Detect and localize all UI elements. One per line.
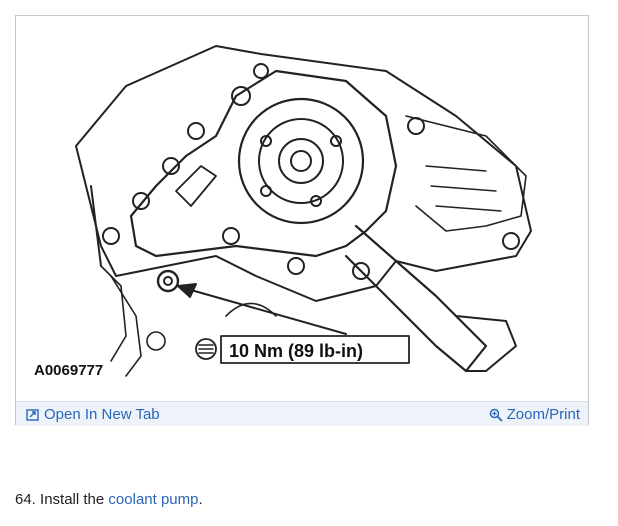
lower-bracket bbox=[110, 275, 142, 377]
open-new-tab-label: Open In New Tab bbox=[44, 406, 160, 423]
zoom-icon bbox=[489, 408, 503, 422]
pump-housing bbox=[129, 69, 398, 258]
figure-toolbar: Open In New Tab Zoom/Print bbox=[16, 401, 588, 426]
housing-bolt-6 bbox=[222, 227, 240, 245]
figure-container: 10 Nm (89 lb-in) A0069777 Open In New Ta… bbox=[15, 15, 589, 426]
engine-block-outline bbox=[75, 45, 532, 302]
step-instruction: 64. Install the coolant pump. bbox=[15, 491, 203, 508]
pulley-center bbox=[290, 150, 312, 172]
leader-line bbox=[183, 287, 347, 335]
indicated-bolt bbox=[156, 269, 180, 293]
housing-bolt-8 bbox=[352, 262, 370, 280]
indicated-bolt-head bbox=[163, 276, 173, 286]
coolant-pump-illustration: 10 Nm (89 lb-in) A0069777 bbox=[34, 45, 532, 379]
block-right-panel bbox=[405, 115, 527, 232]
zoom-print-link[interactable]: Zoom/Print bbox=[489, 406, 580, 423]
housing-bolt-1 bbox=[231, 86, 251, 106]
pulley-hub bbox=[278, 138, 324, 184]
block-bolt-far bbox=[502, 232, 520, 250]
housing-bolt-5 bbox=[102, 227, 120, 245]
coolant-pump-link[interactable]: coolant pump bbox=[108, 491, 199, 508]
hub-bolt-2 bbox=[330, 135, 342, 147]
sensor-stub bbox=[175, 165, 217, 207]
torque-callout-box bbox=[220, 335, 410, 364]
block-detail-line bbox=[90, 185, 102, 267]
housing-bolt-2 bbox=[187, 122, 205, 140]
lower-left-washer bbox=[146, 331, 166, 351]
housing-bolt-9 bbox=[253, 63, 269, 79]
block-bolt-right bbox=[407, 117, 425, 135]
open-new-tab-link[interactable]: Open In New Tab bbox=[26, 406, 160, 423]
zoom-print-label: Zoom/Print bbox=[506, 406, 580, 423]
torque-label: 10 Nm (89 lb-in) bbox=[229, 341, 363, 361]
outlet-pipe-end bbox=[455, 315, 517, 372]
housing-bolt-4 bbox=[132, 192, 150, 210]
tighten-bolt-icon bbox=[195, 338, 217, 360]
block-ribs bbox=[425, 165, 502, 212]
figure-code: A0069777 bbox=[34, 362, 103, 379]
hub-bolt-3 bbox=[310, 195, 322, 207]
hub-bolt-1 bbox=[260, 135, 272, 147]
housing-bolt-7 bbox=[287, 257, 305, 275]
outlet-pipe bbox=[344, 224, 488, 373]
step-end: . bbox=[198, 491, 203, 508]
hub-bolt-4 bbox=[260, 185, 272, 197]
housing-bolt-3 bbox=[162, 157, 180, 175]
pulley-outer bbox=[237, 97, 365, 225]
step-number: 64. bbox=[15, 491, 36, 508]
leader-arrowhead bbox=[177, 283, 197, 298]
pulley-flange bbox=[258, 118, 344, 204]
step-text: Install the bbox=[40, 491, 105, 508]
lower-arc bbox=[225, 302, 277, 317]
open-new-tab-icon bbox=[26, 408, 39, 421]
